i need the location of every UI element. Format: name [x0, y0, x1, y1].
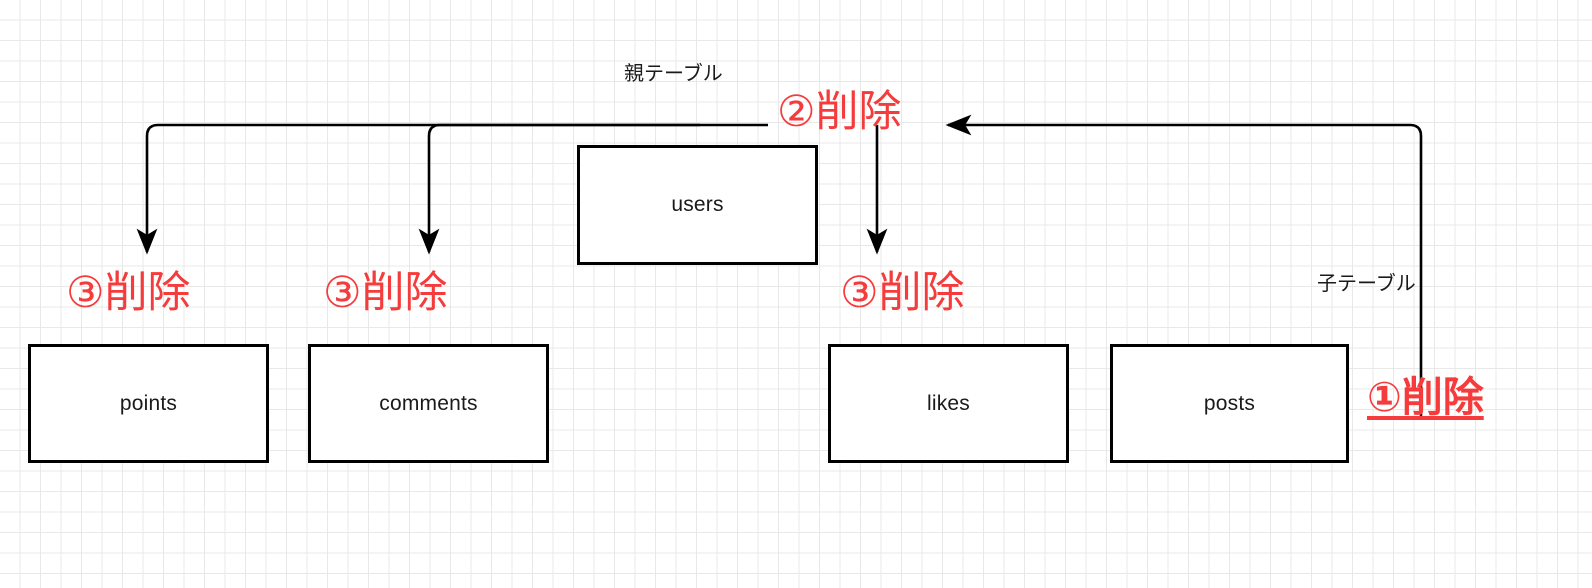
- table-label-posts: posts: [1203, 391, 1256, 415]
- step-label-1: ①削除: [1367, 373, 1484, 421]
- step-label-3-comments: ③削除: [323, 268, 448, 318]
- table-label-users: users: [671, 193, 724, 216]
- table-label-likes: likes: [926, 391, 970, 415]
- step-label-2: ②削除: [777, 87, 902, 137]
- step-label-3-points: ③削除: [66, 268, 191, 318]
- table-box-points[interactable]: points: [28, 344, 269, 463]
- table-box-comments[interactable]: comments: [308, 344, 549, 463]
- table-box-posts[interactable]: posts: [1110, 344, 1349, 463]
- annotation-child-table: 子テーブル: [1317, 271, 1416, 295]
- table-label-points: points: [119, 391, 178, 415]
- table-label-comments: comments: [379, 391, 478, 415]
- table-box-likes[interactable]: likes: [828, 344, 1069, 463]
- annotation-parent-table: 親テーブル: [624, 61, 723, 85]
- step-label-3-likes: ③削除: [840, 268, 965, 318]
- table-box-users[interactable]: users: [577, 145, 818, 265]
